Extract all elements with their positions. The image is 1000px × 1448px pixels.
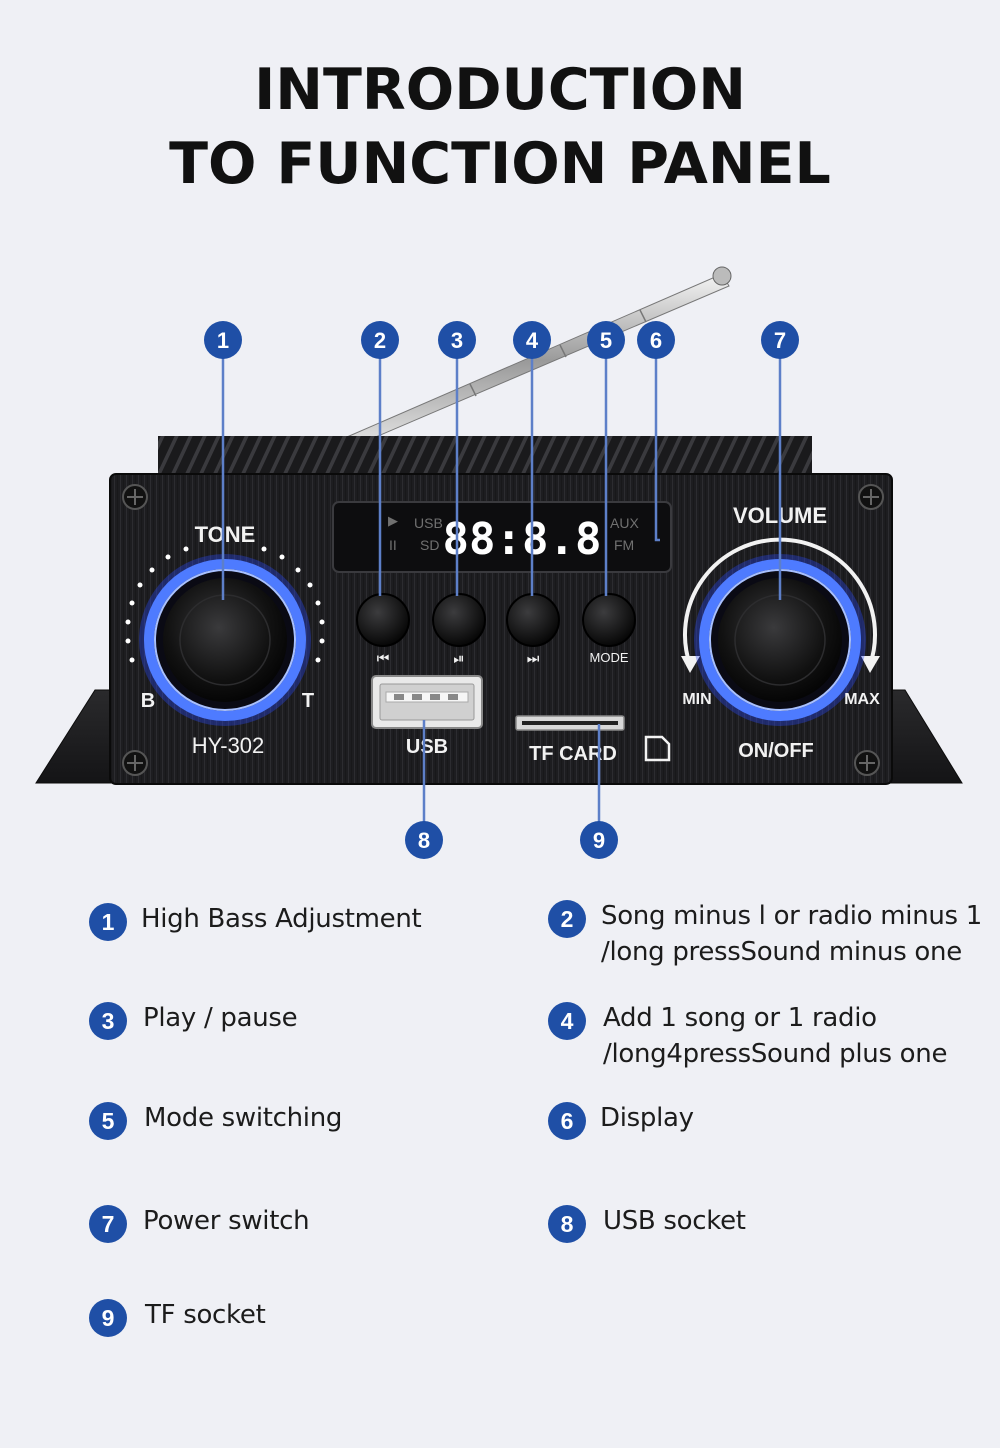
- sd-card-icon: [644, 735, 671, 762]
- legend-label: Display: [600, 1103, 694, 1133]
- legend-label: Mode switching: [144, 1103, 343, 1133]
- tone-label: TONE: [195, 522, 256, 547]
- front-panel: [109, 473, 893, 785]
- onoff-label: ON/OFF: [738, 740, 814, 762]
- callout-number: 4: [526, 328, 539, 353]
- legend-badge: 3: [89, 1002, 127, 1040]
- legend-badge: 4: [548, 1002, 586, 1040]
- legend-badge: 7: [89, 1205, 127, 1243]
- bass-label: B: [141, 690, 155, 712]
- next-icon: ⏭: [527, 651, 540, 667]
- callout-badge-6: [637, 321, 675, 359]
- legend-label: High Bass Adjustment: [141, 904, 422, 934]
- play-indicator-icon: ▶: [388, 513, 398, 528]
- legend-label: TF socket: [145, 1300, 266, 1330]
- prev-button[interactable]: [356, 593, 410, 647]
- play-pause-button[interactable]: [432, 593, 486, 647]
- legend-item-5: 5 Mode switching: [89, 1100, 342, 1140]
- callout-number: 9: [593, 828, 605, 853]
- legend-item-2: 2 Song minus l or radio minus 1/long pre…: [548, 898, 982, 970]
- callout-number: 7: [774, 328, 786, 353]
- legend-badge: 2: [548, 900, 586, 938]
- heatsink-fins: [158, 436, 812, 476]
- left-mounting-foot: [35, 689, 121, 784]
- min-label: MIN: [682, 691, 711, 708]
- callout-badge-4: [513, 321, 551, 359]
- callout-badge-5: [587, 321, 625, 359]
- amplifier-diagram: TONE B T HY-302 ▶ II USB SD 88:8.8 AUX F…: [35, 266, 963, 859]
- pause-indicator-icon: II: [389, 537, 397, 553]
- callout-number: 2: [374, 328, 386, 353]
- legend-item-3: 3 Play / pause: [89, 1000, 298, 1040]
- legend-label: USB socket: [603, 1206, 746, 1236]
- callout-badge-9: [580, 821, 618, 859]
- prev-icon: ⏮: [377, 651, 390, 667]
- callout-number: 5: [600, 328, 612, 353]
- legend-badge: 6: [548, 1102, 586, 1140]
- legend-item-4: 4 Add 1 song or 1 radio/long4pressSound …: [548, 1000, 947, 1072]
- legend-item-1: 1 High Bass Adjustment: [89, 901, 422, 941]
- display-aux-indicator: AUX: [610, 515, 639, 531]
- page-title-line-2: TO FUNCTION PANEL: [169, 131, 831, 197]
- legend-label: Add 1 song or 1 radio/long4pressSound pl…: [603, 1003, 948, 1069]
- legend-item-7: 7 Power switch: [89, 1203, 310, 1243]
- callout-badge-7: [761, 321, 799, 359]
- callout-number: 3: [451, 328, 463, 353]
- callout-number: 6: [650, 328, 662, 353]
- max-label: MAX: [844, 691, 880, 708]
- tone-knob[interactable]: [139, 554, 311, 726]
- callout-badge-8: [405, 821, 443, 859]
- legend-item-9: 9 TF socket: [89, 1297, 266, 1337]
- legend-badge: 9: [89, 1299, 127, 1337]
- treble-label: T: [302, 690, 314, 712]
- page-title-line-1: INTRODUCTION: [254, 57, 746, 123]
- callout-number: 1: [217, 328, 229, 353]
- legend-label: Play / pause: [143, 1003, 298, 1033]
- legend-label: Power switch: [143, 1206, 310, 1236]
- legend-label: Song minus l or radio minus 1/long press…: [601, 901, 983, 967]
- display-sd-indicator: SD: [420, 537, 439, 553]
- usb-port[interactable]: [371, 675, 483, 729]
- volume-knob[interactable]: [694, 554, 866, 726]
- tone-dot-scale: [125, 546, 325, 663]
- callout-badge-3: [438, 321, 476, 359]
- mode-label: MODE: [590, 650, 629, 665]
- mode-button[interactable]: [582, 593, 636, 647]
- callout-badge-1: [204, 321, 242, 359]
- tf-card-slot[interactable]: [515, 715, 625, 731]
- display-digits: 88:8.8: [443, 514, 602, 565]
- tf-card-label: TF CARD: [529, 743, 617, 765]
- display-fm-indicator: FM: [614, 537, 634, 553]
- callout-number: 8: [418, 828, 430, 853]
- usb-label: USB: [406, 736, 448, 758]
- next-button[interactable]: [506, 593, 560, 647]
- legend-item-6: 6 Display: [548, 1100, 694, 1140]
- display-screen: [332, 501, 672, 573]
- legend-badge: 8: [548, 1205, 586, 1243]
- callout-lines: [221, 358, 782, 822]
- display-usb-indicator: USB: [414, 515, 443, 531]
- play-pause-icon: ⏯: [453, 651, 464, 667]
- legend-item-8: 8 USB socket: [548, 1203, 746, 1243]
- callout-badge-2: [361, 321, 399, 359]
- model-label: HY-302: [192, 733, 265, 758]
- legend-badge: 5: [89, 1102, 127, 1140]
- legend-badge: 1: [89, 903, 127, 941]
